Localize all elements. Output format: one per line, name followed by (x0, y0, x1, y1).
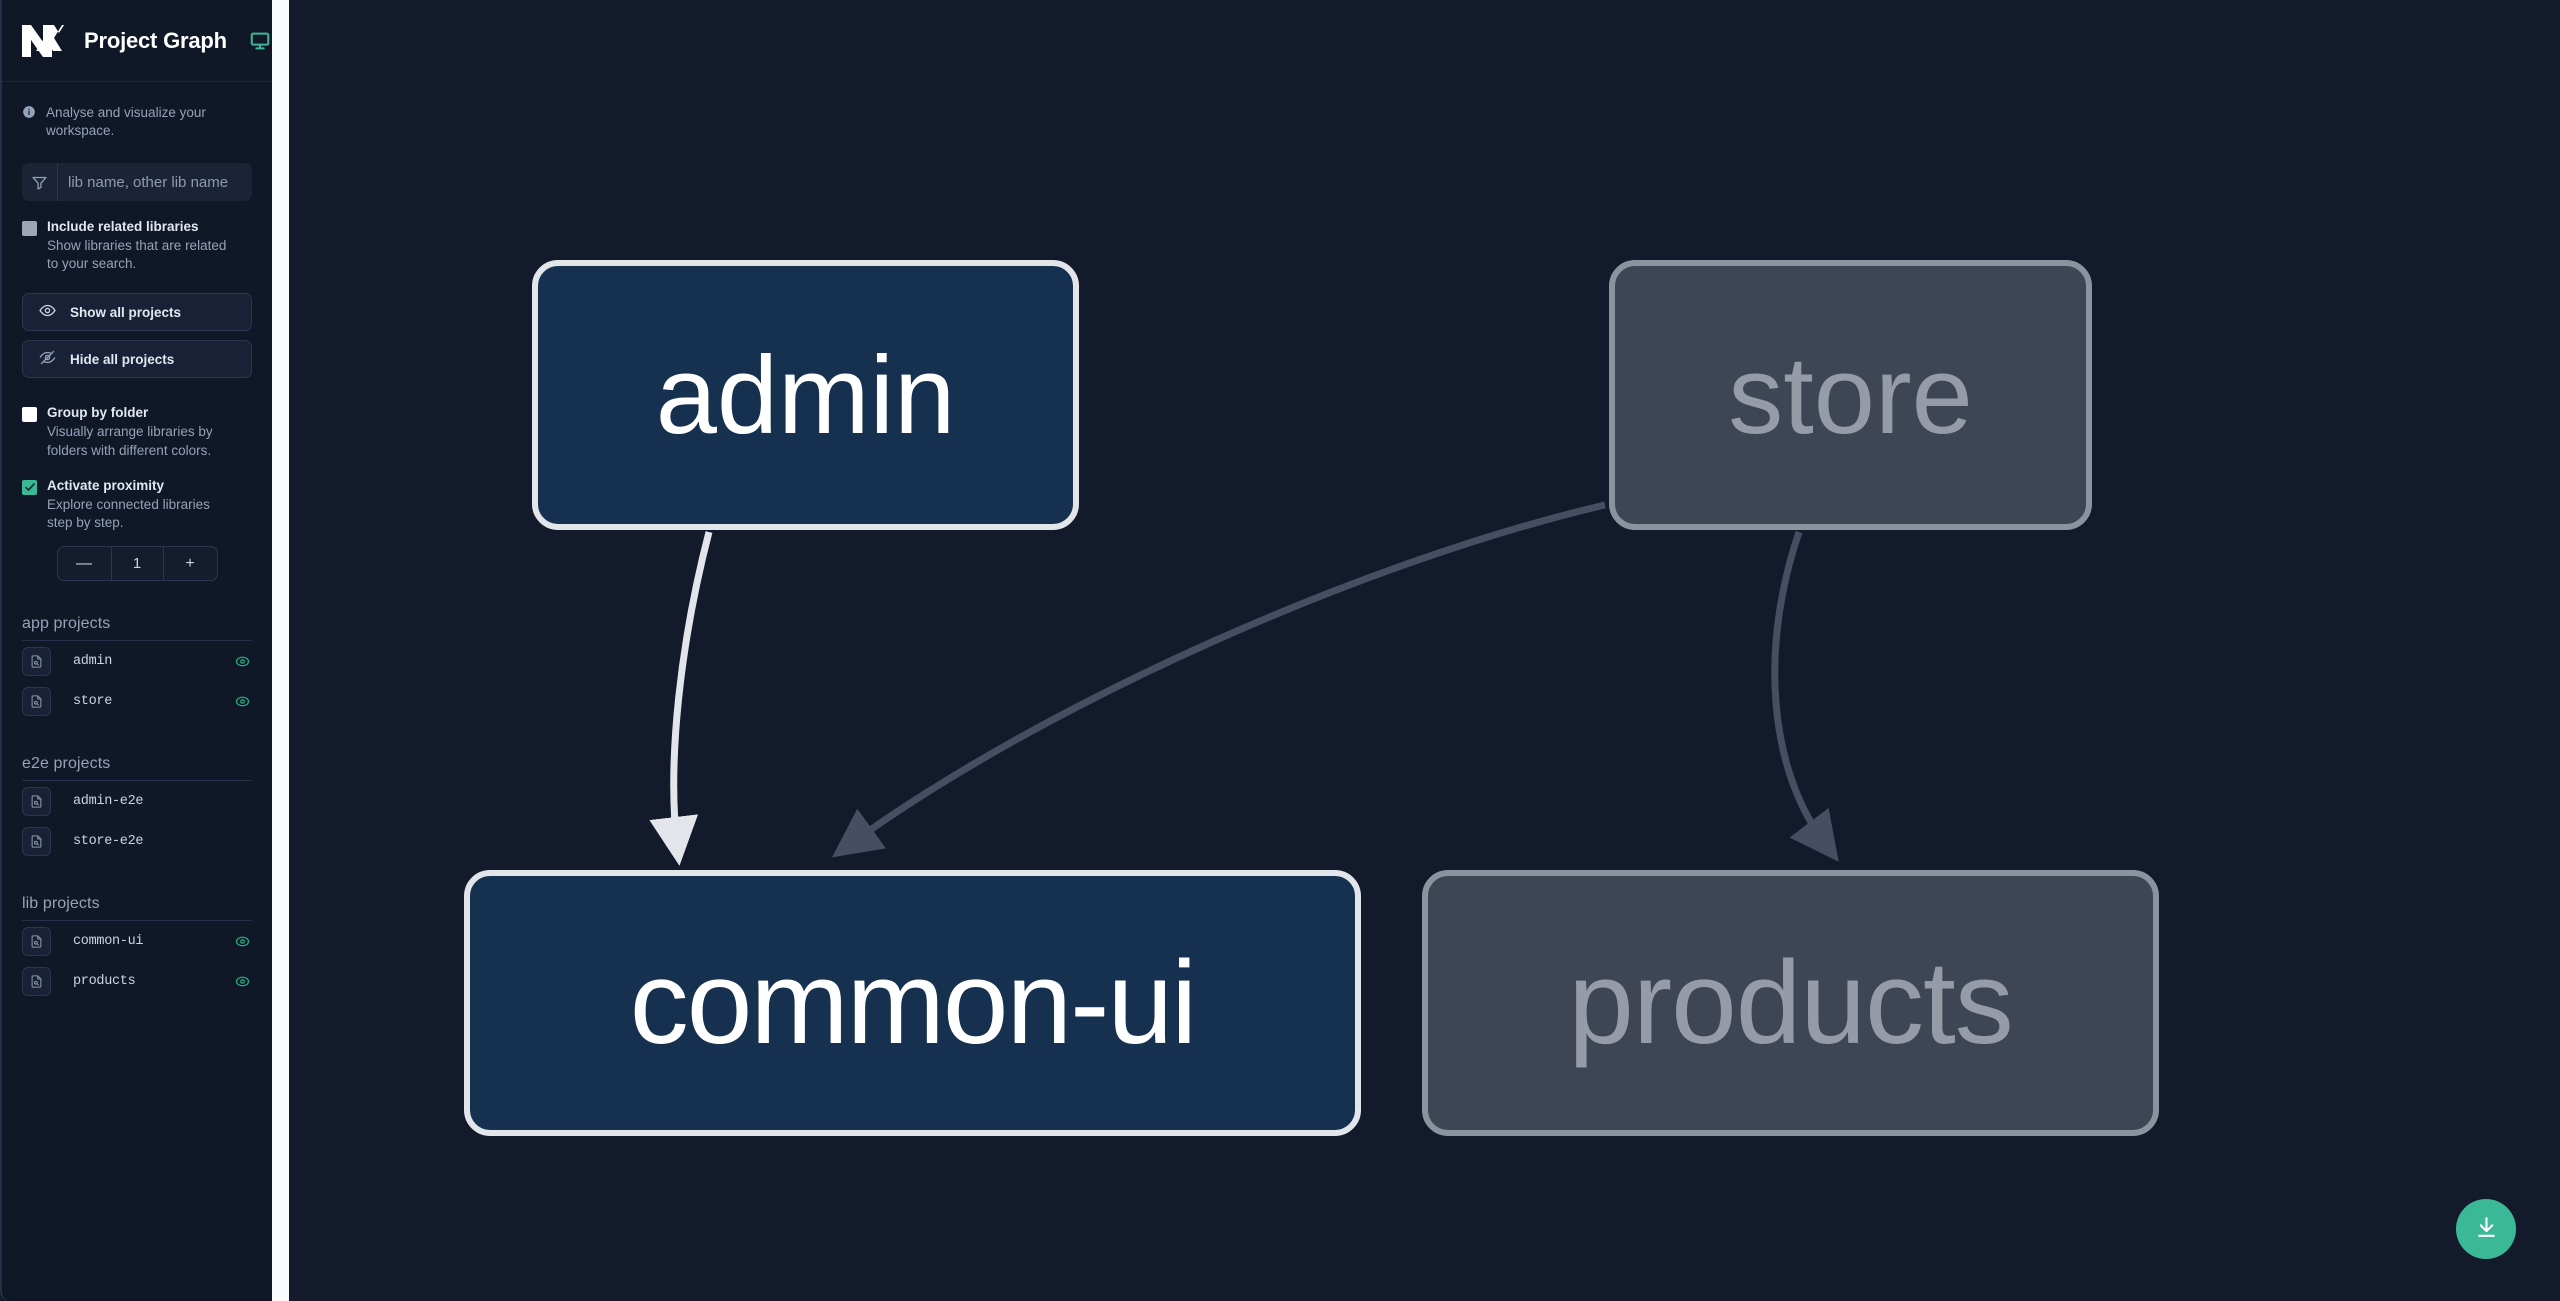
include-related-libraries-checkbox[interactable] (22, 221, 37, 237)
group-by-folder-checkbox[interactable] (22, 407, 37, 423)
project-visibility-eye-icon[interactable] (232, 655, 252, 668)
proximity-stepper: — 1 + (56, 546, 218, 582)
proximity-value: 1 (110, 547, 164, 581)
sidebar-subtitle: Analyse and visualize your workspace. (2, 82, 272, 145)
download-icon (2474, 1215, 2499, 1243)
graph-node-admin[interactable]: admin (532, 260, 1079, 530)
nx-logo-icon (20, 21, 68, 61)
hide-all-projects-label: Hide all projects (70, 351, 175, 367)
option-description: Visually arrange libraries by folders wi… (47, 424, 213, 458)
project-list-item-store[interactable]: store (22, 681, 252, 721)
project-name: store (73, 693, 113, 709)
graph-node-label: admin (655, 333, 956, 457)
graph-node-label: common-ui (629, 937, 1198, 1069)
option-description: Explore connected libraries step by step… (47, 496, 210, 530)
sidebar-resize-divider[interactable] (272, 0, 289, 1301)
option-label: Group by folder (47, 405, 149, 421)
project-group-e2e-projects: e2e projects admin-e2e store-e2e (2, 721, 272, 861)
edge-store-to-products[interactable] (1771, 530, 1839, 862)
project-group-lib-projects: lib projects common-ui products (2, 861, 272, 1001)
project-file-icon (22, 646, 51, 676)
project-name: common-ui (73, 933, 144, 949)
download-graph-button[interactable] (2456, 1199, 2516, 1259)
project-file-icon (22, 686, 51, 716)
sidebar: Project Graph Analyse and visualize your… (0, 0, 272, 1301)
graph-node-label: store (1728, 333, 1973, 457)
proximity-decrement-button[interactable]: — (76, 554, 92, 572)
search-input[interactable] (58, 173, 252, 191)
project-file-icon (22, 966, 51, 996)
project-group-title: e2e projects (22, 721, 252, 782)
sidebar-header: Project Graph (2, 0, 272, 82)
project-list-item-products[interactable]: products (22, 961, 252, 1001)
project-visibility-eye-icon[interactable] (232, 695, 252, 708)
project-name: admin-e2e (73, 793, 144, 809)
eye-icon (39, 302, 56, 322)
filter-funnel-icon (22, 163, 58, 202)
eye-off-icon (39, 349, 56, 369)
proximity-increment-button[interactable]: + (185, 554, 195, 572)
search-box[interactable] (22, 163, 252, 202)
visibility-buttons: Show all projects Hide all projects (2, 273, 272, 379)
project-list-item-admin[interactable]: admin (22, 641, 252, 681)
graph-node-store[interactable]: store (1609, 260, 2092, 530)
project-group-title: lib projects (22, 861, 252, 922)
activate-proximity-checkbox[interactable] (22, 479, 37, 495)
option-label: Activate proximity (47, 477, 165, 493)
graph-node-label: products (1568, 937, 2014, 1069)
graph-edges (649, 501, 1839, 866)
project-group-title: app projects (22, 581, 252, 642)
project-list-item-admin-e2e[interactable]: admin-e2e (22, 781, 252, 821)
info-circle-icon (22, 105, 36, 124)
option-group-by-folder[interactable]: Group by folder Visually arrange librari… (2, 387, 272, 459)
project-name: admin (73, 653, 113, 669)
option-description: Show libraries that are related to your … (47, 237, 227, 272)
show-all-projects-label: Show all projects (70, 304, 182, 320)
project-file-icon (22, 826, 51, 856)
page-title: Project Graph (84, 27, 227, 53)
edge-store-to-common-ui[interactable] (831, 501, 1606, 858)
project-file-icon (22, 926, 51, 956)
project-groups: app projects admin store e2e projects admin-… (2, 581, 272, 1001)
project-name: products (73, 973, 136, 989)
project-name: store-e2e (73, 833, 144, 849)
proximity-stepper-container: — 1 + (2, 532, 272, 582)
hide-all-projects-button[interactable]: Hide all projects (22, 340, 252, 379)
option-activate-proximity[interactable]: Activate proximity Explore connected lib… (2, 460, 272, 532)
project-list-item-common-ui[interactable]: common-ui (22, 921, 252, 961)
option-include-related-libraries[interactable]: Include related libraries Show libraries… (2, 201, 272, 273)
show-all-projects-button[interactable]: Show all projects (22, 293, 252, 332)
project-visibility-eye-icon[interactable] (232, 975, 252, 988)
graph-node-common-ui[interactable]: common-ui (464, 870, 1361, 1136)
monitor-icon[interactable] (249, 30, 271, 52)
sidebar-subtitle-text: Analyse and visualize your workspace. (46, 105, 206, 138)
project-group-app-projects: app projects admin store (2, 581, 272, 721)
option-label: Include related libraries (47, 219, 199, 235)
project-visibility-eye-icon[interactable] (232, 935, 252, 948)
search-container (2, 145, 272, 202)
graph-node-products[interactable]: products (1422, 870, 2159, 1136)
graph-canvas[interactable]: admin store common-ui products (289, 0, 2560, 1301)
project-list-item-store-e2e[interactable]: store-e2e (22, 821, 252, 861)
project-file-icon (22, 786, 51, 816)
edge-admin-to-common-ui[interactable] (649, 531, 713, 866)
